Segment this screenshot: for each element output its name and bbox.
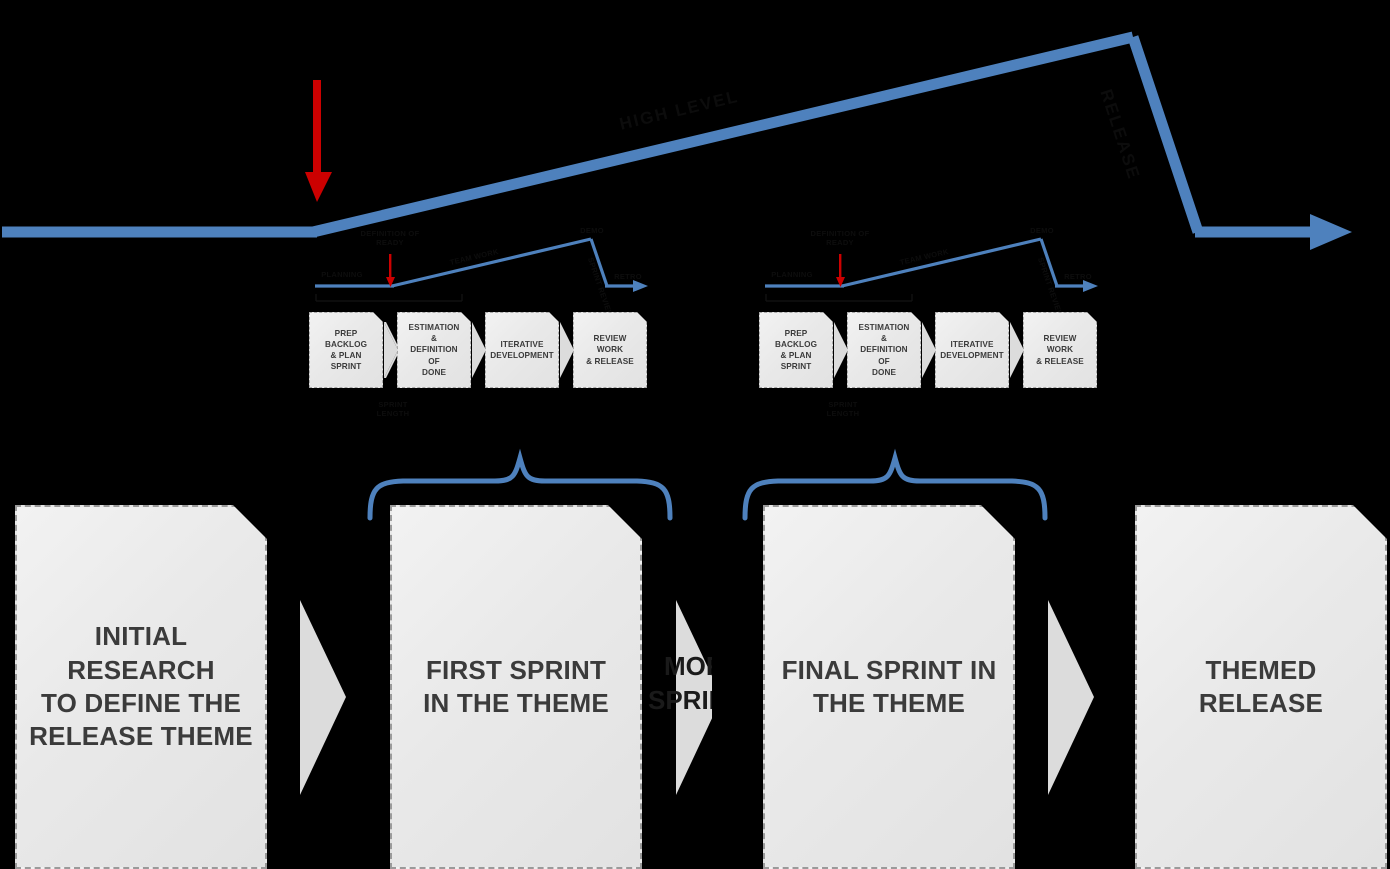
connector-chevron-1	[300, 600, 346, 795]
sprint-cycle-1-retro-label: RETRO	[614, 272, 642, 281]
page-fold-icon	[1086, 311, 1098, 323]
sprint-cycle-1-step-3-label: ITERATIVE DEVELOPMENT	[490, 339, 554, 360]
phase-final-sprint[interactable]: FINAL SPRINT IN THE THEME	[763, 505, 1015, 869]
sprint-cycle-2-chart	[765, 237, 1098, 292]
sprint-cycle-1-chevron-1	[384, 322, 400, 378]
page-fold-icon	[233, 505, 267, 539]
sprint-cycle-1-callout-label: DEFINITION OF READY	[360, 229, 420, 248]
sprint-cycle-1-demo-label: DEMO	[580, 226, 604, 235]
sprint-cycle-2-step-1[interactable]: PREP BACKLOG & PLAN SPRINT	[759, 311, 834, 388]
sprint-cycle-1-ready-arrow	[386, 254, 395, 287]
phase-initial-research-label: INITIAL RESEARCH TO DEFINE THE RELEASE T…	[29, 621, 253, 752]
sprint-cycle-2-step-4[interactable]: REVIEW WORK & RELEASE	[1023, 311, 1098, 388]
sprint-cycle-2-step-1-label: PREP BACKLOG & PLAN SPRINT	[774, 328, 818, 372]
sprint-cycle-2-step-3-label: ITERATIVE DEVELOPMENT	[940, 339, 1004, 360]
phase-first-sprint-label: FIRST SPRINT IN THE THEME	[423, 654, 609, 718]
phase-themed-release[interactable]: THEMED RELEASE	[1135, 505, 1387, 869]
sprint-cycle-2-chevron-1	[834, 322, 848, 378]
page-fold-icon	[822, 311, 834, 323]
sprint-cycle-2-step-4-label: REVIEW WORK & RELEASE	[1036, 334, 1084, 366]
sprint-cycle-1-chevron-3	[560, 322, 574, 378]
page-fold-icon	[460, 311, 472, 323]
sprint-cycle-2-demo-label: DEMO	[1030, 226, 1054, 235]
page-fold-icon	[372, 311, 384, 323]
sprint-cycle-1-step-1-label: PREP BACKLOG & PLAN SPRINT	[324, 328, 368, 372]
page-fold-icon	[910, 311, 922, 323]
phase-themed-release-label: THEMED RELEASE	[1198, 654, 1324, 718]
sprint-cycle-2-step-2-label: ESTIMATION & DEFINITION OF DONE	[858, 323, 910, 377]
sprint-cycle-1-chevron-2	[472, 322, 486, 378]
sprint-cycle-1-planning-label: PLANNING	[321, 270, 363, 279]
page-fold-icon	[608, 505, 642, 539]
theme-kickoff-arrow	[305, 80, 332, 202]
sprint-cycle-2-step-2[interactable]: ESTIMATION & DEFINITION OF DONE	[847, 311, 922, 388]
page-fold-icon	[998, 311, 1010, 323]
sprint-cycle-2-length-label: SPRINT LENGTH	[826, 400, 860, 419]
page-fold-icon	[548, 311, 560, 323]
sprint-cycle-1-step-3[interactable]: ITERATIVE DEVELOPMENT	[485, 311, 560, 388]
brace-first-sprint	[367, 448, 673, 521]
sprint-cycle-2-chevron-2	[922, 322, 936, 378]
sprint-cycle-1-step-2[interactable]: ESTIMATION & DEFINITION OF DONE	[397, 311, 472, 388]
release-arc	[2, 31, 1352, 250]
sprint-cycle-2-chevron-3	[1010, 322, 1024, 378]
phase-initial-research[interactable]: INITIAL RESEARCH TO DEFINE THE RELEASE T…	[15, 505, 267, 869]
sprint-cycle-1-step-1[interactable]: PREP BACKLOG & PLAN SPRINT	[309, 311, 384, 388]
sprint-cycle-1-step-4[interactable]: REVIEW WORK & RELEASE	[573, 311, 648, 388]
sprint-cycle-2-retro-label: RETRO	[1064, 272, 1092, 281]
sprint-cycle-1-step-2-label: ESTIMATION & DEFINITION OF DONE	[408, 323, 460, 377]
phase-final-sprint-label: FINAL SPRINT IN THE THEME	[781, 654, 997, 718]
sprint-cycle-2-length-bracket	[765, 294, 913, 302]
brace-final-sprint	[742, 448, 1048, 521]
connector-chevron-2	[676, 600, 722, 795]
sprint-cycle-1-step-4-label: REVIEW WORK & RELEASE	[586, 334, 634, 366]
sprint-cycle-1-length-bracket	[315, 294, 463, 302]
sprint-cycle-2-planning-label: PLANNING	[771, 270, 813, 279]
connector-chevron-3	[1048, 600, 1094, 795]
page-fold-icon	[1353, 505, 1387, 539]
page-fold-icon	[981, 505, 1015, 539]
sprint-cycle-2-ready-arrow	[836, 254, 845, 287]
sprint-cycle-2-callout-label: DEFINITION OF READY	[810, 229, 870, 248]
phase-first-sprint[interactable]: FIRST SPRINT IN THE THEME	[390, 505, 642, 869]
page-fold-icon	[636, 311, 648, 323]
sprint-cycle-1-length-label: SPRINT LENGTH	[376, 400, 410, 419]
sprint-cycle-1-chart	[315, 237, 648, 292]
connector-2-occluder	[712, 636, 764, 736]
sprint-cycle-2-step-3[interactable]: ITERATIVE DEVELOPMENT	[935, 311, 1010, 388]
